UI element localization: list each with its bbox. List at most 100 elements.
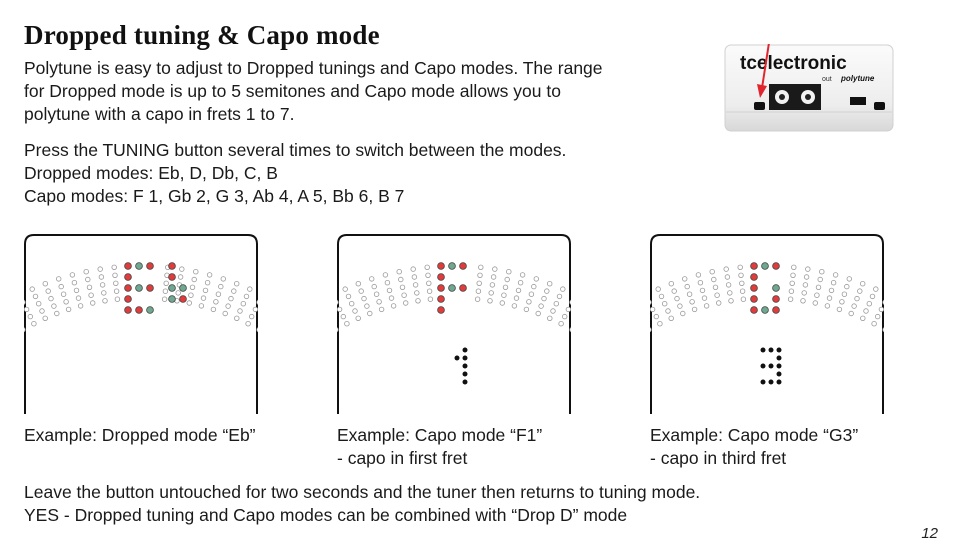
led-dot: [802, 282, 809, 288]
footer-line: Leave the button untouched for two secon…: [24, 482, 701, 502]
footer-paragraph: Leave the button untouched for two secon…: [24, 481, 924, 527]
led-dot: [175, 290, 181, 296]
led-dot: [805, 266, 811, 272]
led-dot: [701, 295, 708, 301]
note-led: [124, 273, 132, 281]
led-glyph: [124, 262, 187, 314]
led-dot: [348, 300, 355, 307]
led-dot: [102, 298, 108, 304]
led-dot: [113, 280, 119, 286]
led-dot: [177, 274, 184, 280]
led-arc: [650, 264, 884, 333]
capo-fret-digit-1: [454, 347, 468, 385]
note-led: [124, 306, 132, 314]
led-dot: [723, 266, 729, 272]
fret-led: [776, 379, 782, 385]
led-dot: [355, 281, 361, 287]
led-dot: [490, 274, 497, 280]
led-dot: [836, 306, 843, 313]
intro-line: for Dropped mode is up to 5 semitones an…: [24, 81, 561, 101]
intro-line: polytune with a capo in frets 1 to 7.: [24, 104, 295, 124]
led-dot: [550, 308, 556, 314]
note-led: [761, 306, 769, 314]
led-dot: [863, 308, 869, 314]
led-dot: [342, 286, 348, 292]
led-dot: [58, 283, 64, 290]
dropped-modes-list: Dropped modes: Eb, D, Db, C, B: [24, 163, 278, 183]
example-caption-1: Example: Dropped mode “Eb”: [24, 425, 256, 445]
example-panel-dropped-eb: [24, 234, 258, 414]
note-led: [750, 284, 758, 292]
led-dot: [198, 303, 205, 309]
led-dot: [790, 272, 796, 278]
led-dot: [819, 269, 825, 275]
led-dot: [791, 264, 797, 270]
out-label: out: [822, 76, 832, 83]
note-led: [168, 273, 176, 281]
led-dot: [114, 296, 121, 302]
led-dot: [812, 300, 818, 306]
device-brand-logo: tcelectronic: [740, 53, 847, 74]
footer-line: YES - Dropped tuning and Capo modes can …: [24, 505, 628, 525]
note-led: [168, 284, 176, 292]
led-dot: [655, 286, 661, 292]
led-dot: [376, 299, 382, 305]
led-dot: [711, 276, 717, 283]
led-dot: [866, 300, 872, 307]
led-dot: [565, 306, 571, 313]
led-dot: [63, 299, 69, 305]
led-dot: [86, 284, 93, 290]
led-dot: [561, 313, 568, 320]
led-dot: [531, 283, 537, 290]
note-led: [448, 284, 456, 292]
led-dot: [233, 281, 240, 287]
power-connector: [850, 97, 866, 105]
led-dot: [24, 306, 30, 313]
led-dot: [737, 264, 743, 270]
led-dot: [29, 286, 35, 292]
page-number: 12: [921, 525, 938, 542]
fret-led: [454, 355, 460, 361]
led-dot: [874, 313, 881, 320]
led-dot: [202, 287, 209, 294]
led-dot: [788, 288, 795, 294]
led-dot: [75, 295, 82, 301]
tuning-button: [754, 102, 765, 110]
led-dot: [99, 282, 106, 288]
led-dot: [526, 299, 532, 305]
led-dot: [42, 281, 48, 287]
led-dot: [32, 293, 39, 300]
led-dot: [97, 266, 103, 272]
note-led: [179, 284, 187, 292]
led-dot: [371, 283, 377, 290]
led-dot: [859, 281, 866, 287]
led-dot: [517, 280, 524, 286]
fret-led: [462, 347, 468, 353]
led-dot: [231, 288, 237, 294]
led-dot: [689, 299, 695, 305]
fret-led: [760, 379, 766, 385]
note-led: [437, 273, 445, 281]
led-dot: [739, 280, 745, 286]
led-dot: [256, 299, 258, 305]
example-caption-3: Example: Capo mode “G3” - capo in third …: [650, 425, 859, 468]
led-dot: [189, 284, 196, 290]
fret-led: [776, 347, 782, 353]
led-dot: [650, 306, 656, 313]
led-dot: [714, 292, 720, 298]
led-dot: [695, 272, 702, 278]
note-led: [772, 306, 780, 314]
led-dot: [519, 272, 526, 278]
led-dot: [724, 274, 731, 280]
led-dot: [218, 283, 224, 290]
led-dot: [337, 299, 339, 305]
led-dot: [528, 291, 535, 297]
note-led: [168, 295, 176, 303]
led-dot: [677, 303, 683, 309]
led-dot: [213, 299, 219, 305]
led-dot: [873, 286, 879, 292]
led-dot: [252, 306, 258, 313]
led-dot: [801, 290, 807, 296]
led-dot: [489, 282, 496, 288]
fret-led: [462, 371, 468, 377]
